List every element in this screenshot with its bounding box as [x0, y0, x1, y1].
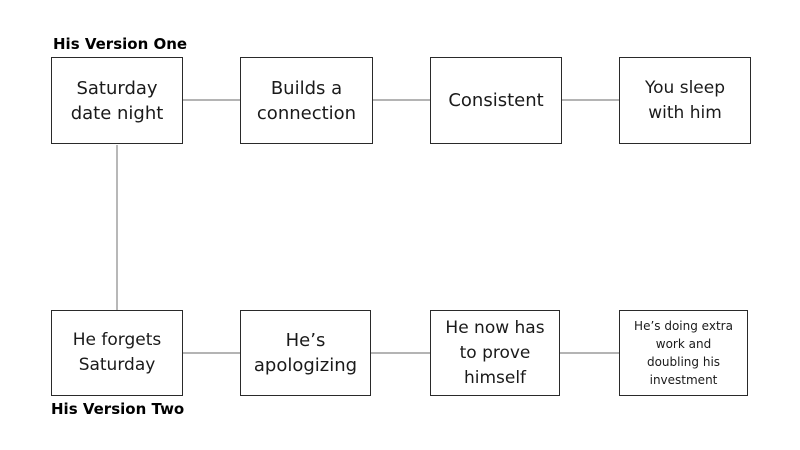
node-text: He’s apologizing: [253, 330, 358, 376]
node-hes-apologizing: He’s apologizing: [240, 310, 371, 396]
node-text: You sleep with him: [645, 77, 725, 123]
node-text: Builds a connection: [256, 77, 357, 124]
node-builds-connection: Builds a connection: [240, 57, 373, 144]
node-he-forgets-saturday: He forgets Saturday: [51, 310, 183, 396]
node-you-sleep-with-him: You sleep with him: [619, 57, 751, 144]
node-hes-doing-extra-work: He’s doing extra work and doubling his i…: [619, 310, 748, 396]
node-text: Saturday date night: [70, 77, 164, 124]
version-two-label: His Version Two: [51, 400, 185, 418]
node-text: Consistent: [448, 90, 544, 111]
node-text: He now has to prove himself: [445, 317, 545, 388]
node-he-now-has-to-prove-himself: He now has to prove himself: [430, 310, 560, 396]
node-saturday-date-night: Saturday date night: [51, 57, 183, 144]
node-consistent: Consistent: [430, 57, 562, 144]
node-text: He forgets Saturday: [72, 330, 162, 375]
node-text: He’s doing extra work and doubling his i…: [634, 319, 733, 387]
version-one-label: His Version One: [53, 35, 188, 53]
